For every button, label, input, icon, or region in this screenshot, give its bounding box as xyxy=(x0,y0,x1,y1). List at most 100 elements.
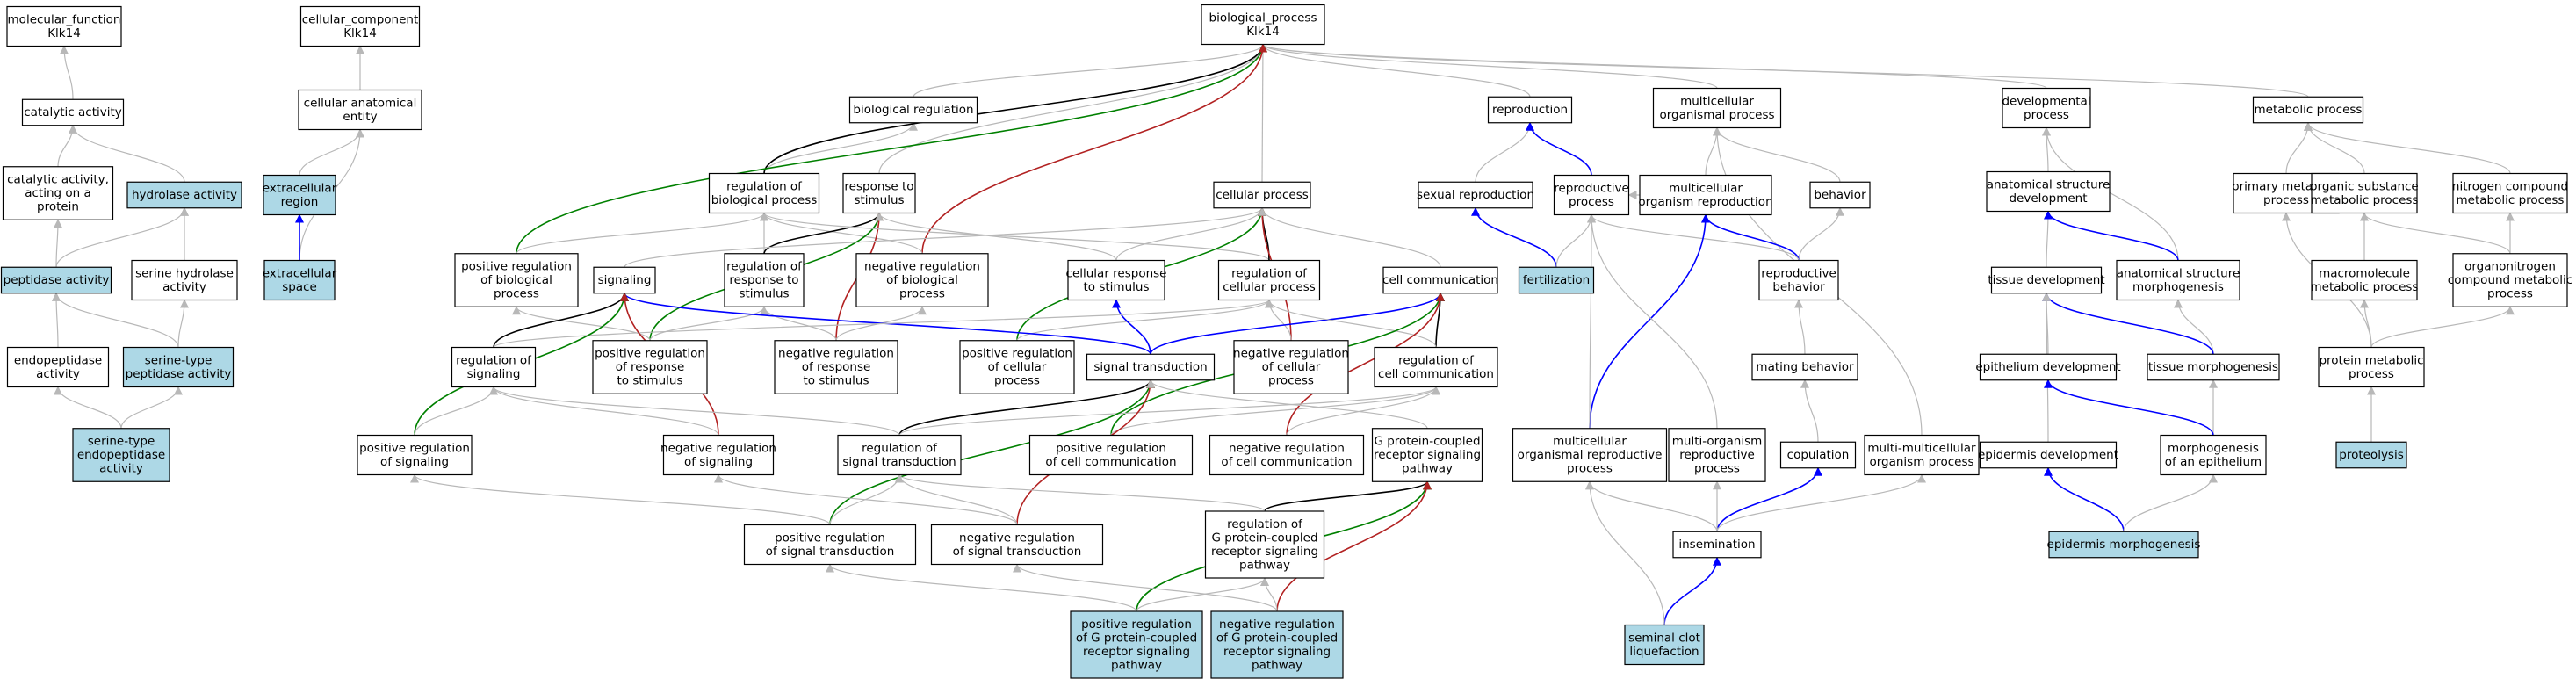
edge-part-of xyxy=(2044,466,2125,532)
node-label-line: copulation xyxy=(1787,448,1850,462)
node-label-line: positive regulation xyxy=(962,347,1072,361)
node-label-line: receptor signaling xyxy=(1211,545,1318,559)
node-label-line: receptor signaling xyxy=(1223,645,1331,659)
node-label-line: activity xyxy=(99,462,143,476)
node-box xyxy=(1371,428,1483,482)
node-label-line: anatomical structure xyxy=(1987,177,2111,191)
node-box xyxy=(126,181,242,209)
edge-is-a xyxy=(53,219,62,268)
node-label-line: biological process xyxy=(711,193,818,207)
node-label-line: epithelium development xyxy=(1975,360,2120,374)
node-label-line: reproductive xyxy=(1554,181,1629,195)
node-box xyxy=(1864,434,1980,476)
node-box xyxy=(1374,346,1498,388)
node-box xyxy=(2452,253,2568,307)
edge-part-of xyxy=(1526,121,1592,176)
node-label-line: seminal clot xyxy=(1628,631,1700,645)
node-label-line: of biological xyxy=(886,273,958,287)
edge-part-of xyxy=(1150,292,1445,355)
node-label-line: serine-type xyxy=(88,435,155,449)
edge-regulates xyxy=(898,379,1155,436)
node-label-line: negative regulation xyxy=(660,441,776,455)
edge-is-a xyxy=(55,206,189,268)
edge-is-a xyxy=(1259,43,1718,90)
node-box xyxy=(263,174,336,216)
node-catalytic: catalytic activity xyxy=(21,98,125,126)
node-label-line: epidermis development xyxy=(1978,448,2118,462)
node-box xyxy=(1624,624,1705,666)
node-box xyxy=(1979,353,2118,381)
node-label-line: tissue development xyxy=(1988,273,2104,287)
node-box xyxy=(1382,266,1498,294)
node-box xyxy=(2311,259,2418,301)
edge-regulates xyxy=(763,43,1267,174)
edge-is-a xyxy=(1258,43,1267,183)
node-label-line: positive regulation xyxy=(775,531,885,545)
node-label-line: entity xyxy=(343,110,377,124)
node-box xyxy=(1418,181,1533,209)
node-label-line: negative regulation xyxy=(778,347,894,361)
node-cellproc: cellular process xyxy=(1213,181,1311,209)
node-label-line: Klk14 xyxy=(343,26,377,40)
node-box xyxy=(708,172,820,214)
node-behavior: behavior xyxy=(1809,181,1871,209)
node-box xyxy=(1028,434,1194,476)
edge-is-a xyxy=(1016,299,1274,342)
edge-is-a xyxy=(1713,126,1841,183)
edge-is-a xyxy=(120,386,183,429)
node-box xyxy=(1672,531,1762,559)
node-copulation: copulation xyxy=(1779,441,1857,469)
node-label-line: of biological xyxy=(480,273,552,287)
node-label-line: response to xyxy=(729,273,798,287)
node-label-line: space xyxy=(282,280,317,294)
edge-part-of xyxy=(2044,210,2179,261)
node-label-line: pathway xyxy=(1111,658,1162,672)
node-box xyxy=(1201,4,1325,46)
node-label-line: regulation of xyxy=(726,179,803,193)
node-label-line: nitrogen compound xyxy=(2452,179,2568,193)
node-box xyxy=(2311,172,2418,214)
edge-is-a xyxy=(1475,121,1534,183)
edge-is-a xyxy=(1259,43,2309,98)
edge-is-a xyxy=(895,473,1266,512)
node-label-line: process xyxy=(1694,462,1740,476)
node-box xyxy=(1639,174,1772,216)
node-label-line: process xyxy=(494,287,539,301)
node-label-line: of cellular xyxy=(988,360,1047,374)
node-label-line: of cell communication xyxy=(1045,455,1176,469)
edge-is-a xyxy=(2174,299,2214,355)
node-box xyxy=(1990,266,2103,294)
edge-is-a xyxy=(2360,299,2372,348)
node-label-line: of cell communication xyxy=(1221,455,1352,469)
edge-part-of xyxy=(1663,556,1721,625)
node-label-line: signaling xyxy=(598,273,652,287)
edge-is-a xyxy=(60,45,74,100)
node-box xyxy=(1553,174,1630,216)
node-box xyxy=(1751,353,1858,381)
node-box xyxy=(724,253,805,307)
node-label-line: process xyxy=(2349,367,2394,381)
edge-part-of xyxy=(1701,213,1800,261)
node-box xyxy=(263,259,336,301)
node-label-line: process xyxy=(1567,462,1613,476)
node-label-line: activity xyxy=(162,280,206,294)
edge-part-of xyxy=(1471,206,1557,268)
